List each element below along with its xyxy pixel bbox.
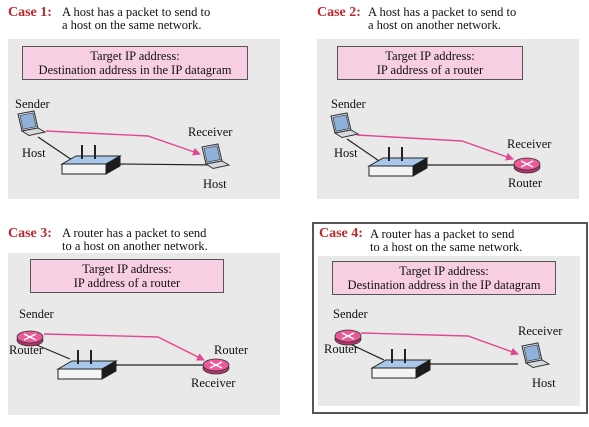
case-description-line: A host has a packet to send to [62,5,211,19]
case-description: A router has a packet to send to a host … [370,228,522,254]
packet-path-arrow [360,332,519,356]
case-title: Case 2: [317,5,361,20]
router-icon [202,358,230,375]
target-ip-value: Destination address in the IP datagram [38,63,232,77]
target-ip-heading: Target IP address: [82,262,172,276]
case-1: Case 1: A host has a packet to send to a… [8,5,288,205]
switch-icon [57,349,117,380]
network-panel: Target IP address: IP address of a route… [317,39,579,199]
network-panel: Target IP address: Destination address i… [318,256,580,406]
laptop-icon [330,112,359,138]
sender-label: Sender [331,97,366,111]
target-ip-heading: Target IP address: [90,49,180,63]
case-description-line: A router has a packet to send [370,227,515,241]
case-description: A host has a packet to send to a host on… [62,6,210,32]
target-ip-box: Target IP address: Destination address i… [332,261,556,295]
router-icon [513,157,541,174]
target-ip-value: IP address of a router [73,276,181,290]
receiver-label: Receiver [188,125,233,139]
network-panel: Target IP address: IP address of a route… [8,253,280,415]
case-description-line: a host on another network. [368,18,501,32]
case-description-line: to a host on another network. [62,239,208,253]
switch-icon [371,348,431,379]
target-ip-box: Target IP address: Destination address i… [22,46,248,80]
case-title: Case 3: [8,226,52,241]
target-ip-heading: Target IP address: [399,264,489,278]
receiver-type-label: Router [508,176,543,190]
sender-type-label: Router [9,343,44,357]
network-panel: Target IP address: Destination address i… [8,39,280,199]
sender-type-label: Host [22,146,46,160]
sender-label: Sender [333,307,368,321]
case-4: Case 4: A router has a packet to send to… [312,222,588,414]
case-3: Case 3: A router has a packet to send to… [8,226,288,426]
receiver-type-label: Host [532,376,556,390]
case-title: Case 4: [319,226,363,241]
target-ip-value: IP address of a router [376,63,484,77]
target-ip-box: Target IP address: IP address of a route… [337,46,523,80]
network-drawing [16,330,230,380]
switch-icon [61,144,121,175]
receiver-type-label: Router [214,343,249,357]
sender-label: Sender [15,97,50,111]
target-ip-heading: Target IP address: [385,49,475,63]
packet-path-arrow [43,333,205,361]
case-description-line: to a host on the same network. [370,240,523,254]
sender-type-label: Router [324,342,359,356]
case-title: Case 1: [8,5,52,20]
case-description: A host has a packet to send to a host on… [368,6,516,32]
laptop-icon [17,110,46,136]
packet-path-arrow [45,130,201,156]
packet-path-arrow [356,134,514,161]
switch-icon [368,146,428,177]
target-ip-box: Target IP address: IP address of a route… [30,259,224,293]
target-ip-value: Destination address in the IP datagram [347,278,541,292]
network-drawing [330,112,541,177]
network-drawing [334,329,550,379]
case-2: Case 2: A host has a packet to send to a… [317,5,587,205]
receiver-label: Receiver [191,376,236,390]
receiver-label: Receiver [518,324,563,338]
sender-type-label: Host [334,146,358,160]
case-description-line: a host on the same network. [62,18,202,32]
receiver-label: Receiver [507,137,552,151]
case-description: A router has a packet to send to a host … [62,227,208,253]
case-description-line: A router has a packet to send [62,226,207,240]
case-description-line: A host has a packet to send to [368,5,517,19]
network-drawing [17,110,230,175]
receiver-type-label: Host [203,177,227,191]
laptop-icon [521,342,550,368]
sender-label: Sender [19,307,54,321]
